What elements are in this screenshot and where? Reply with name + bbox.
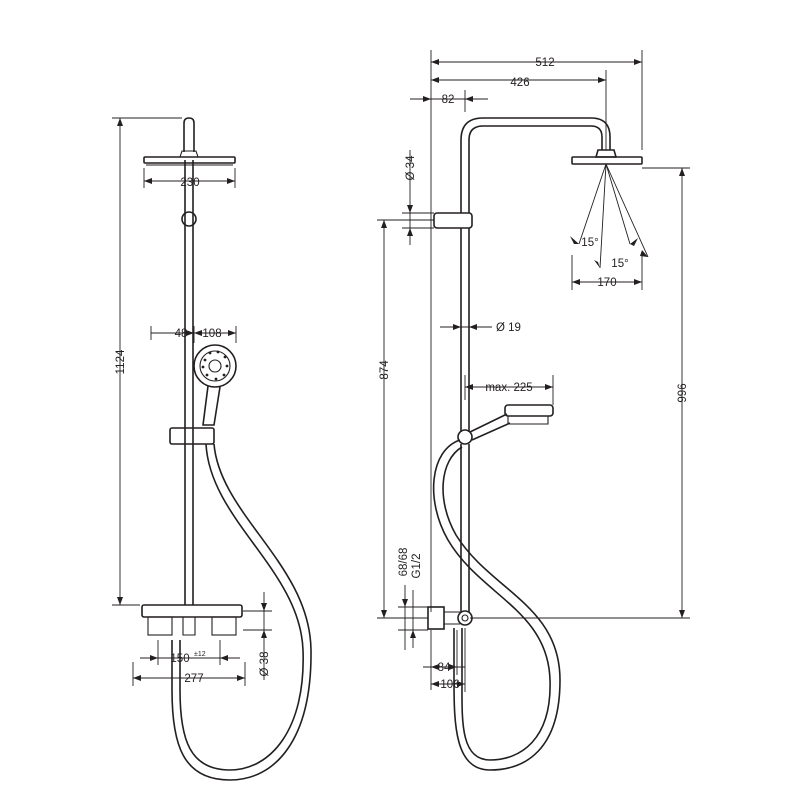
dim-center-spacing: 150: [170, 653, 189, 665]
dim-head-width: 230: [180, 177, 199, 189]
overhead-shower: [143, 150, 236, 166]
dim-overall-projection: 512: [535, 57, 554, 69]
thermostat: [141, 604, 243, 636]
dim-depth-2: 106: [440, 679, 459, 691]
dim-height-head: 996: [677, 383, 689, 402]
dim-handshower-reach: max. 225: [485, 382, 532, 394]
dim-body-width: 277: [184, 673, 203, 685]
dim-center-tolerance: ±12: [194, 651, 206, 658]
side-slider: [433, 212, 473, 229]
dim-slider-diameter: Ø 34: [405, 155, 417, 181]
dim-height-slider: 874: [379, 360, 391, 380]
side-view: 512 426 82 Ø 34 874 15° 15° 170 Ø 19: [377, 50, 690, 771]
dim-connection-spacing: 68/68: [398, 548, 410, 577]
riser-pipe: [183, 117, 195, 605]
dim-depth-1: 84: [438, 662, 451, 674]
wall-bracket: [181, 211, 197, 227]
side-connection: [427, 606, 473, 630]
dim-angle-2: 15°: [611, 258, 628, 270]
dim-arm-reach: 426: [510, 77, 529, 89]
slider: [169, 427, 215, 445]
dim-handshower-width: 108: [202, 328, 221, 340]
side-hose: [432, 439, 551, 761]
side-head: [571, 149, 643, 165]
dim-thread: G1/2: [411, 554, 423, 579]
hose: [179, 443, 304, 771]
dim-riser-diameter: Ø 19: [496, 322, 521, 334]
front-view: 1124 230 48 108 150 ±12 277 Ø 38: [112, 117, 312, 781]
dim-height-total: 1124: [115, 349, 127, 374]
dim-pipe-diameter: Ø 38: [259, 652, 271, 677]
dim-head-depth: 170: [597, 277, 616, 289]
side-hand-shower: [457, 404, 554, 445]
dim-wall-offset: 82: [442, 94, 455, 106]
hand-shower: [193, 344, 237, 426]
dim-slider-offset: 48: [175, 328, 188, 340]
side-riser-and-arm: [460, 117, 611, 213]
dim-angle-1: 15°: [581, 237, 598, 249]
